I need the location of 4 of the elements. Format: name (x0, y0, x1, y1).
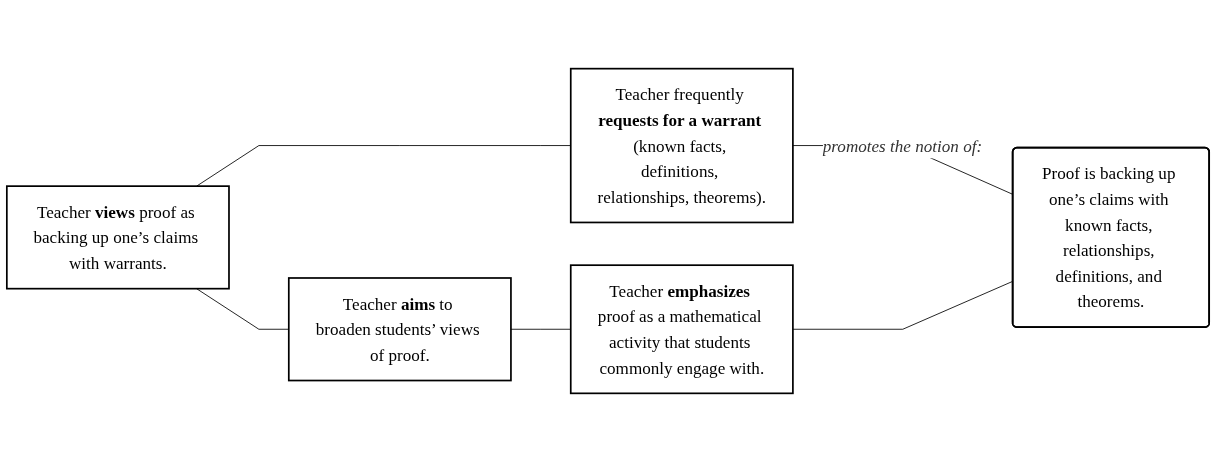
node-box: Teacher emphasizes proof as a mathematical activity that students commonly engage with. (569, 264, 794, 395)
node-box: Teacher views proof as backing up one’s claims with warrants. (6, 185, 230, 290)
node-box: Teacher frequently requests for a warrant (known facts, definitions, relationships, theorems). (569, 67, 794, 224)
node-box: Teacher aims to broaden students’ views of proof. (287, 277, 512, 382)
